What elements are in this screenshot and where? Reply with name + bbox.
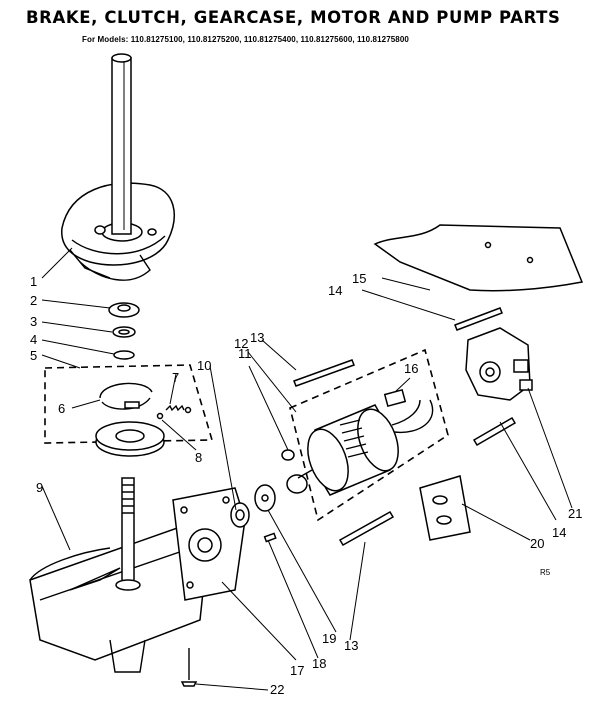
callout-22: 22 <box>270 682 284 697</box>
callout-17: 17 <box>290 663 304 678</box>
mounting-rod-lower-part <box>338 510 395 547</box>
callout-4: 4 <box>30 332 37 347</box>
motor-pulley-part <box>286 474 308 494</box>
callout-9: 9 <box>36 480 43 495</box>
mounting-bracket-part <box>172 487 246 601</box>
pump-rod-upper-part <box>454 307 503 331</box>
coupler-part <box>230 502 250 528</box>
callout-7: 7 <box>172 370 179 385</box>
clutch-pulley-part <box>95 421 165 457</box>
motor-assembly-box <box>289 348 449 522</box>
callout-13-lower: 13 <box>344 638 358 653</box>
mounting-rod-upper-part <box>293 359 355 387</box>
screw-part <box>180 648 198 687</box>
clutch-kit-box <box>44 364 214 444</box>
drive-disc-part <box>254 484 276 512</box>
callout-1: 1 <box>30 274 37 289</box>
callout-18: 18 <box>312 656 326 671</box>
callout-21: 21 <box>568 506 582 521</box>
nut-part <box>281 449 295 461</box>
callout-11: 11 <box>238 346 252 361</box>
callout-16: 16 <box>404 361 418 376</box>
pump-rod-lower-part <box>472 416 517 447</box>
models-subtitle: For Models: 110.81275100, 110.81275200, … <box>82 35 409 44</box>
spring-part <box>165 404 185 412</box>
switch-part <box>383 388 407 408</box>
leader-lines <box>41 247 573 691</box>
motor-plate-part <box>419 475 471 541</box>
clutch-band-part <box>99 382 153 410</box>
callout-20: 20 <box>530 536 544 551</box>
retaining-ring-part <box>112 326 136 338</box>
callout-3: 3 <box>30 314 37 329</box>
corner-mark: R5 <box>540 568 551 577</box>
motor-part <box>297 399 434 496</box>
callout-14-upper: 14 <box>328 283 342 298</box>
callout-8: 8 <box>195 450 202 465</box>
callout-15: 15 <box>352 271 366 286</box>
gearcase-part <box>29 477 209 673</box>
brake-assembly-part <box>61 53 175 281</box>
diagram-title: BRAKE, CLUTCH, GEARCASE, MOTOR AND PUMP … <box>26 8 561 27</box>
callout-10: 10 <box>197 358 211 373</box>
callout-12: 12 <box>234 336 248 351</box>
callout-19: 19 <box>322 631 336 646</box>
shield-part <box>373 224 584 292</box>
callout-2: 2 <box>30 293 37 308</box>
callout-6: 6 <box>58 401 65 416</box>
washer-part <box>113 350 135 360</box>
callout-5: 5 <box>30 348 37 363</box>
callout-14-lower: 14 <box>552 525 566 540</box>
pump-part <box>465 327 533 401</box>
callout-13-upper: 13 <box>250 330 264 345</box>
bearing-part <box>108 302 140 318</box>
